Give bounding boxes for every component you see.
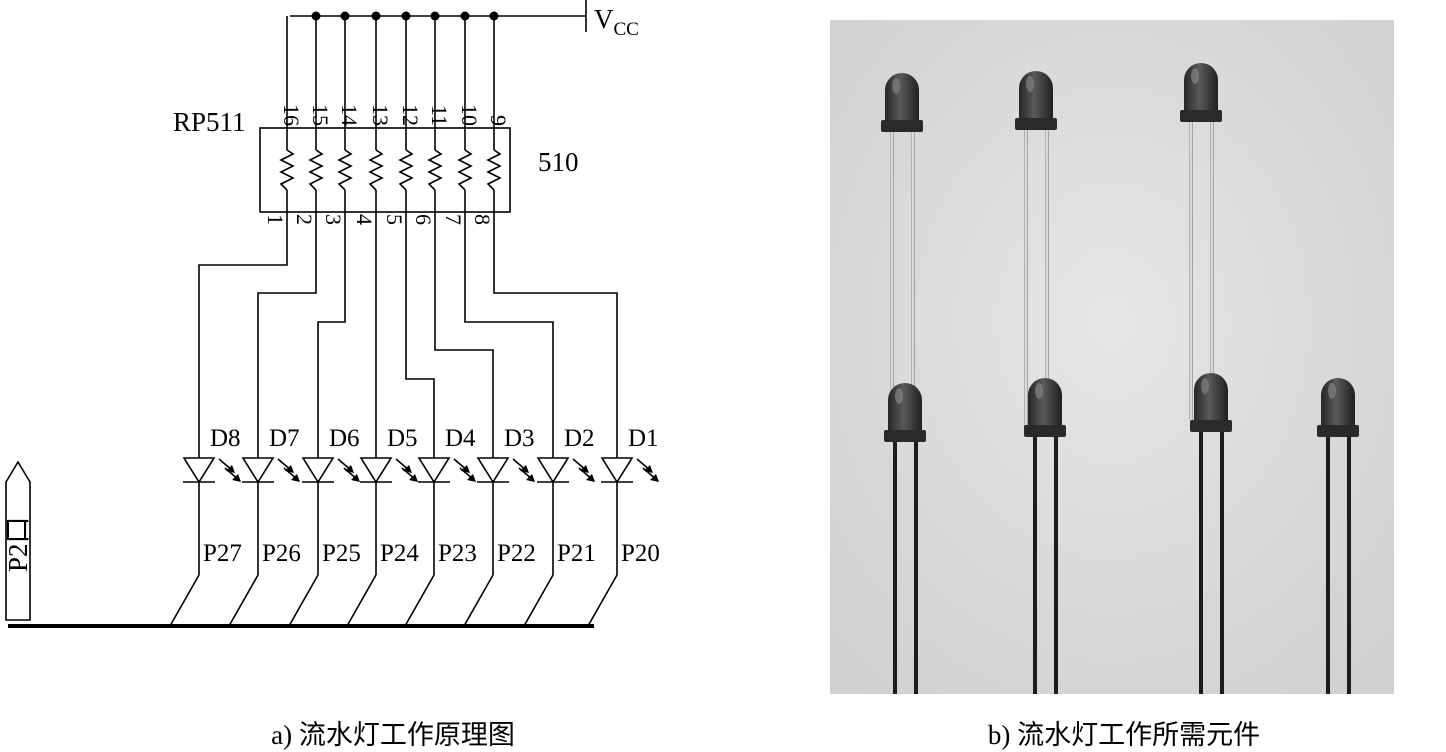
- pin-number-bottom: 4: [352, 214, 377, 225]
- pin-number-top: 11: [427, 105, 452, 126]
- led-row: D8 D7 D6 D5 D4 D3 D2 D1: [169, 425, 659, 627]
- led-component: [1024, 378, 1066, 694]
- port-pin-label: P23: [438, 540, 477, 567]
- port-name-label: P2口: [3, 516, 33, 572]
- pin-number-bottom: 8: [470, 214, 495, 225]
- resistor: [427, 149, 443, 191]
- led-label: D5: [387, 425, 418, 452]
- resistor-value: 510: [538, 147, 579, 177]
- led-component: [1190, 373, 1232, 694]
- resistor: [368, 149, 384, 191]
- led-component: [1180, 63, 1222, 420]
- pin-number-top: 10: [457, 104, 482, 126]
- pin-number-bottom: 2: [292, 214, 317, 225]
- port-pin-label: P26: [262, 540, 301, 567]
- pin-number-bottom: 7: [441, 214, 466, 225]
- led-label: D1: [628, 425, 659, 452]
- led-diode: D8: [169, 425, 241, 627]
- vcc-label: VCC: [594, 4, 639, 40]
- led-component: [1317, 378, 1359, 694]
- led-component: [884, 383, 926, 694]
- port-pin-label: P27: [203, 540, 242, 567]
- led-diode: D5: [346, 425, 418, 627]
- led-diode: D2: [523, 425, 595, 627]
- port-pin-label: P21: [557, 540, 596, 567]
- led-diode: D4: [404, 425, 476, 627]
- resistor: [398, 149, 414, 191]
- resistor-pack-name: RP511: [173, 107, 246, 137]
- resistor: [308, 149, 324, 191]
- resistor: [279, 149, 295, 191]
- led-component: [881, 73, 923, 410]
- port-connector-shape: [5, 460, 31, 621]
- port-pin-label: P20: [621, 540, 660, 567]
- pin-number-top: 9: [486, 115, 511, 126]
- pin-number-bottom: 6: [411, 214, 436, 225]
- led-component: [1015, 71, 1057, 428]
- resistor: [486, 149, 502, 191]
- led-components-photo: [830, 20, 1394, 694]
- pin-number-top: 16: [279, 104, 304, 126]
- port-pin-label: P24: [380, 540, 419, 567]
- resistor: [337, 149, 353, 191]
- caption-schematic: a) 流水灯工作原理图: [271, 720, 515, 750]
- vcc-bus: VCC: [286, 0, 639, 128]
- led-label: D3: [504, 425, 535, 452]
- led-diode: D7: [228, 425, 300, 627]
- resistor: [457, 149, 473, 191]
- led-diode: D1: [587, 425, 659, 627]
- port-pin-label: P25: [322, 540, 361, 567]
- p2-port-bus: P2口 P27 P26 P25 P24 P23 P22 P21 P20: [3, 460, 660, 628]
- led-label: D2: [564, 425, 595, 452]
- port-pin-label: P22: [497, 540, 536, 567]
- pin-number-bottom: 5: [382, 214, 407, 225]
- led-label: D8: [210, 425, 241, 452]
- pin-number-top: 14: [337, 104, 362, 126]
- pin-number-bottom: 1: [263, 214, 288, 225]
- pin-number-top: 15: [308, 104, 333, 126]
- pin-number-bottom: 3: [321, 214, 346, 225]
- caption-components: b) 流水灯工作所需元件: [987, 720, 1261, 750]
- led-diode: D3: [463, 425, 535, 627]
- led-label: D4: [445, 425, 476, 452]
- led-diode: D6: [288, 425, 360, 627]
- pin-number-top: 13: [368, 104, 393, 126]
- led-label: D7: [269, 425, 300, 452]
- pin-number-top: 12: [398, 104, 423, 126]
- led-label: D6: [329, 425, 360, 452]
